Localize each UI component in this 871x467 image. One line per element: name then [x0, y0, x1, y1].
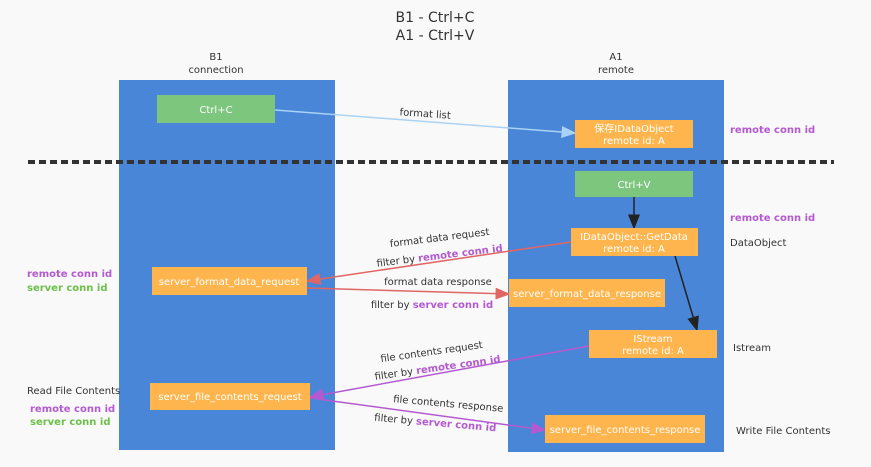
format-data-request-edge: [305, 241, 572, 285]
remote-conn-id-annotation: remote conn id: [730, 213, 815, 224]
istream-annotation: Istream: [733, 343, 771, 354]
server-format-data-response-label: server_format_data_response: [513, 289, 661, 300]
title-line2: A1 - Ctrl+V: [396, 28, 475, 44]
getdata-node: IDataObject::GetData remote id: A: [571, 228, 698, 256]
server-format-data-request-label: server_format_data_request: [159, 277, 300, 288]
saved-idataobject-label: 保存IDataObject: [594, 122, 673, 135]
server-file-contents-response-label: server_file_contents_response: [550, 425, 701, 436]
server-conn-id-annotation: server conn id: [27, 283, 107, 294]
left-column-title: B1: [209, 52, 222, 63]
server-file-contents-request-label: server_file_contents_request: [158, 392, 301, 403]
istream-label: IStream: [633, 334, 672, 345]
ctrl-v-node: Ctrl+V: [575, 171, 693, 197]
file-contents-response-edge: [309, 397, 547, 435]
format-data-response-edge: [306, 287, 511, 300]
server-conn-id-annotation: server conn id: [30, 417, 110, 428]
remote-conn-id-annotation: remote conn id: [30, 404, 115, 415]
getdata-label: IDataObject::GetData: [580, 232, 688, 243]
remote-conn-id-annotation: remote conn id: [730, 125, 815, 136]
title-line1: B1 - Ctrl+C: [396, 10, 475, 26]
saved-idataobject-node: 保存IDataObject remote id: A: [575, 120, 693, 148]
format-list-edge: [274, 109, 577, 138]
ctrl-c-node: Ctrl+C: [157, 95, 275, 123]
write-file-contents-annotation: Write File Contents: [736, 426, 830, 437]
format-data-response-filter: filter by server conn id: [371, 300, 493, 311]
remote-conn-id-annotation: remote conn id: [27, 269, 112, 280]
server-file-contents-request-node: server_file_contents_request: [150, 383, 310, 410]
format-list-label: format list: [399, 107, 451, 122]
left-column-subtitle: connection: [188, 65, 243, 76]
istream-node: IStream remote id: A: [589, 330, 717, 358]
saved-idataobject-remote-id: remote id: A: [603, 136, 665, 147]
ctrl-v-label: Ctrl+V: [617, 180, 650, 191]
file-contents-request-edge: [308, 345, 590, 401]
server-format-data-request-node: server_format_data_request: [152, 267, 307, 295]
server-format-data-response-node: server_format_data_response: [509, 279, 665, 307]
getdata-remote-id: remote id: A: [603, 244, 665, 255]
istream-remote-id: remote id: A: [622, 346, 684, 357]
right-column-subtitle: remote: [598, 65, 634, 76]
file-contents-response-filter: filter by server conn id: [374, 413, 497, 435]
server-file-contents-response-node: server_file_contents_response: [545, 415, 705, 443]
read-file-contents-annotation: Read File Contents: [27, 386, 120, 397]
getdata-to-istream-edge: [674, 255, 699, 332]
dataobject-annotation: DataObject: [730, 238, 787, 249]
format-data-response-label: format data response: [384, 277, 492, 288]
right-column-title: A1: [609, 52, 622, 63]
ctrl-c-label: Ctrl+C: [199, 105, 232, 116]
